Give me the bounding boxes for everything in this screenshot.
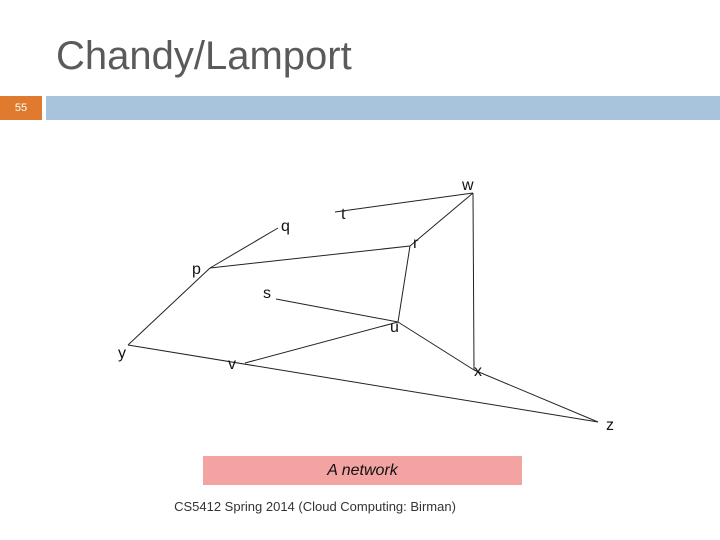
node-r: r — [413, 235, 419, 252]
edge-w-x — [472, 192, 475, 371]
edge-s-u — [275, 298, 399, 323]
node-v: v — [228, 356, 236, 373]
caption-text: A network — [327, 461, 398, 479]
slide-number: 55 — [0, 96, 42, 120]
node-z: z — [606, 417, 614, 434]
node-p: p — [192, 261, 201, 278]
edge-w-r — [409, 192, 474, 247]
network-edges — [127, 192, 599, 423]
footer-text: CS5412 Spring 2014 (Cloud Computing: Bir… — [174, 499, 456, 514]
edge-u-x — [397, 321, 475, 371]
edge-p-q — [209, 227, 279, 269]
caption-box: A network — [203, 456, 522, 485]
edge-t-w — [334, 192, 474, 213]
edge-r-u — [397, 245, 411, 323]
node-y: y — [118, 345, 126, 362]
node-x: x — [474, 363, 482, 380]
edge-p-r — [209, 245, 411, 269]
node-s: s — [263, 285, 271, 302]
edge-x-z — [473, 369, 599, 423]
title-bar — [46, 96, 720, 120]
node-w: w — [461, 177, 474, 194]
edge-v-u — [244, 321, 399, 364]
slide-title: Chandy/Lamport — [56, 34, 352, 78]
node-u: u — [390, 319, 399, 336]
edge-p-y — [127, 267, 211, 346]
node-t: t — [341, 206, 346, 223]
node-q: q — [281, 218, 290, 235]
edge-y-z — [127, 344, 599, 423]
